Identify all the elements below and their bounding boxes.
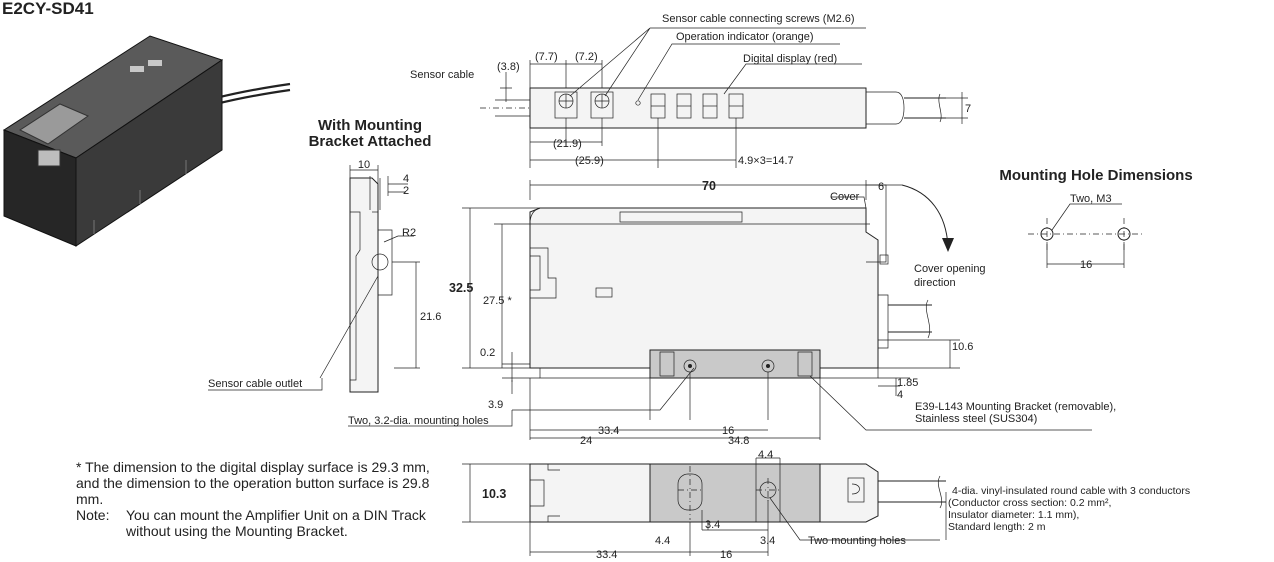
dim-side-r2: R2 (402, 227, 416, 239)
label-two-mounting-holes: Two mounting holes (808, 535, 906, 547)
dim-side-21-6: 21.6 (420, 311, 441, 323)
dim-bottom-3-4: 3.4 (760, 535, 775, 547)
dim-front-27-5: 27.5 * (483, 295, 512, 307)
dim-bottom-10-3: 10.3 (482, 487, 506, 501)
leader-mounting-holes-32 (348, 410, 513, 427)
dim-front-6: 6 (878, 181, 884, 193)
dim-7-2: (7.2) (575, 51, 598, 63)
label-cable-line4: Standard length: 2 m (948, 521, 1046, 533)
label-two-m3: Two, M3 (1070, 193, 1112, 205)
dim-pitch: 4.9×3=14.7 (738, 155, 794, 167)
dim-side-4: 4 (403, 173, 409, 185)
label-cable-line2: (Conductor cross section: 0.2 mm², (948, 497, 1111, 509)
label-bracket-line2: Stainless steel (SUS304) (915, 413, 1037, 425)
dim-front-24: 24 (580, 435, 592, 447)
dim-7-7: (7.7) (535, 51, 558, 63)
dim-bottom-33-4: 33.4 (596, 549, 617, 561)
footnote-star: * The dimension to the digital display s… (76, 459, 430, 507)
dim-bottom-4-4: 4.4 (655, 535, 670, 547)
label-mounting-holes-32: Two, 3.2-dia. mounting holes (348, 415, 489, 427)
label-sensor-cable-screws: Sensor cable connecting screws (M2.6) (662, 13, 855, 25)
dim-front-34-8: 34.8 (728, 435, 749, 447)
dim-front-1-85: 1.85 (897, 377, 918, 389)
note-text: You can mount the Amplifier Unit on a DI… (126, 507, 426, 539)
label-sensor-cable-outlet: Sensor cable outlet (208, 378, 302, 390)
heading-mounting-holes: Mounting Hole Dimensions (999, 167, 1192, 184)
dim-holes-16: 16 (1080, 259, 1092, 271)
dim-front-70: 70 (702, 179, 716, 193)
dim-front-0-2: 0.2 (480, 347, 495, 359)
label-cable-line1: 4-dia. vinyl-insulated round cable with … (952, 485, 1190, 497)
dim-front-4: 4 (897, 389, 903, 401)
dim-bottom-16: 16 (720, 549, 732, 561)
label-cover-opening-line1: Cover opening (914, 263, 986, 275)
label-bracket-line1: E39-L143 Mounting Bracket (removable), (915, 401, 1116, 413)
dim-side-10: 10 (358, 159, 370, 171)
heading-bracket-line2: Bracket Attached (309, 133, 432, 150)
dim-bottom-3-4-left: 3.4 (705, 519, 720, 531)
label-operation-indicator: Operation indicator (orange) (676, 31, 814, 43)
footnotes: * The dimension to the digital display s… (76, 459, 456, 539)
top-view (480, 27, 968, 168)
dim-bottom-4-4-top: 4.4 (758, 449, 773, 461)
heading-bracket-line1: With Mounting (318, 117, 422, 134)
dim-front-10-6: 10.6 (952, 341, 973, 353)
dim-side-2: 2 (403, 185, 409, 197)
label-cover-opening-line2: direction (914, 277, 956, 289)
dim-25-9: (25.9) (575, 155, 604, 167)
label-sensor-cable: Sensor cable (410, 69, 474, 81)
product-photo (2, 35, 291, 247)
mounting-hole-pattern (1028, 203, 1142, 268)
note-din-track: Note: You can mount the Amplifier Unit o… (76, 507, 456, 539)
note-tag: Note: (76, 507, 110, 523)
dim-21-9: (21.9) (553, 138, 582, 150)
dim-3-8: (3.8) (497, 61, 520, 73)
bottom-view (462, 457, 947, 556)
label-digital-display: Digital display (red) (743, 53, 837, 65)
front-view (462, 180, 1092, 440)
label-cover: Cover (830, 191, 860, 203)
side-view (319, 165, 420, 393)
label-cable-line3: Insulator diameter: 1.1 mm), (948, 509, 1079, 521)
model-title: E2CY-SD41 (2, 0, 94, 18)
leader-sensor-cable-outlet (208, 378, 323, 391)
dim-front-32-5: 32.5 (449, 281, 473, 295)
dim-front-3-9: 3.9 (488, 399, 503, 411)
dim-7: 7 (965, 103, 971, 115)
dim-front-16: 16 (722, 425, 734, 437)
dim-front-33-4: 33.4 (598, 425, 619, 437)
